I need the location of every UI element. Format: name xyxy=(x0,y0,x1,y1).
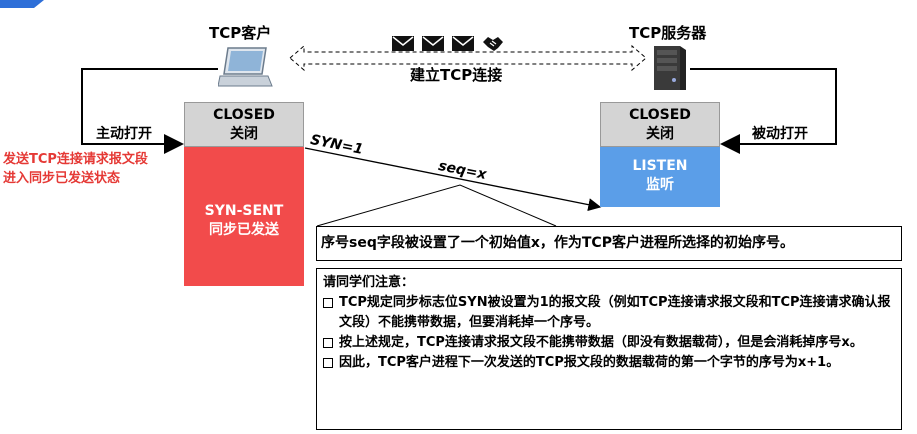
note-item: TCP规定同步标志位SYN被设置为1的报文段（例如TCP连接请求报文段和TCP连… xyxy=(323,293,893,333)
envelope-icon xyxy=(392,36,414,51)
note-item: 因此，TCP客户进程下一次发送的TCP报文段的数据载荷的第一个字节的序号为x+1… xyxy=(323,353,893,373)
seq-callout: 序号seq字段被设置了一个初始值x，作为TCP客户进程所选择的初始序号。 xyxy=(316,226,902,261)
client-annotation-line1: 发送TCP连接请求报文段 xyxy=(3,152,148,167)
client-title: TCP客户 xyxy=(209,24,272,42)
note-item-text: 按上述规定，TCP连接请求报文段不能携带数据（即没有数据载荷），但是会消耗掉序号… xyxy=(339,335,863,350)
handshake-icon xyxy=(483,37,503,51)
envelope-icon xyxy=(422,36,444,51)
client-synsent-en: SYN-SENT xyxy=(204,203,284,219)
server-title: TCP服务器 xyxy=(629,24,707,42)
corner-decoration xyxy=(0,0,44,8)
server-closed-cn: 关闭 xyxy=(646,126,674,142)
client-closed-en: CLOSED xyxy=(213,107,275,123)
client-synsent-cn: 同步已发送 xyxy=(209,222,279,238)
client-annotation: 发送TCP连接请求报文段 进入同步已发送状态 xyxy=(3,150,148,188)
server-icon xyxy=(654,46,686,90)
server-listen-en: LISTEN xyxy=(632,158,688,174)
connection-label: 建立TCP连接 xyxy=(410,66,503,84)
client-closed-cn: 关闭 xyxy=(230,126,258,142)
envelope-icon xyxy=(452,36,474,51)
note-item-text: TCP规定同步标志位SYN被设置为1的报文段（例如TCP连接请求报文段和TCP连… xyxy=(339,295,891,330)
note-item-text: 因此，TCP客户进程下一次发送的TCP报文段的数据载荷的第一个字节的序号为x+1… xyxy=(339,355,840,370)
client-closed-state: CLOSED 关闭 xyxy=(184,102,304,147)
client-synsent-state: SYN-SENT 同步已发送 xyxy=(184,147,304,286)
server-listen-cn: 监听 xyxy=(646,177,674,193)
checkbox-bullet-icon xyxy=(323,358,333,368)
server-listen-state: LISTEN 监听 xyxy=(600,147,720,207)
notes-box: 请同学们注意： TCP规定同步标志位SYN被设置为1的报文段（例如TCP连接请求… xyxy=(316,268,902,430)
active-open-label: 主动打开 xyxy=(96,126,152,142)
notes-heading: 请同学们注意： xyxy=(323,275,415,290)
passive-open-label: 被动打开 xyxy=(752,126,808,142)
server-closed-en: CLOSED xyxy=(629,107,691,123)
server-closed-state: CLOSED 关闭 xyxy=(600,102,720,147)
laptop-icon xyxy=(218,47,273,87)
client-annotation-line2: 进入同步已发送状态 xyxy=(3,171,121,186)
note-item: 按上述规定，TCP连接请求报文段不能携带数据（即没有数据载荷），但是会消耗掉序号… xyxy=(323,333,893,353)
checkbox-bullet-icon xyxy=(323,338,333,348)
checkbox-bullet-icon xyxy=(323,298,333,308)
